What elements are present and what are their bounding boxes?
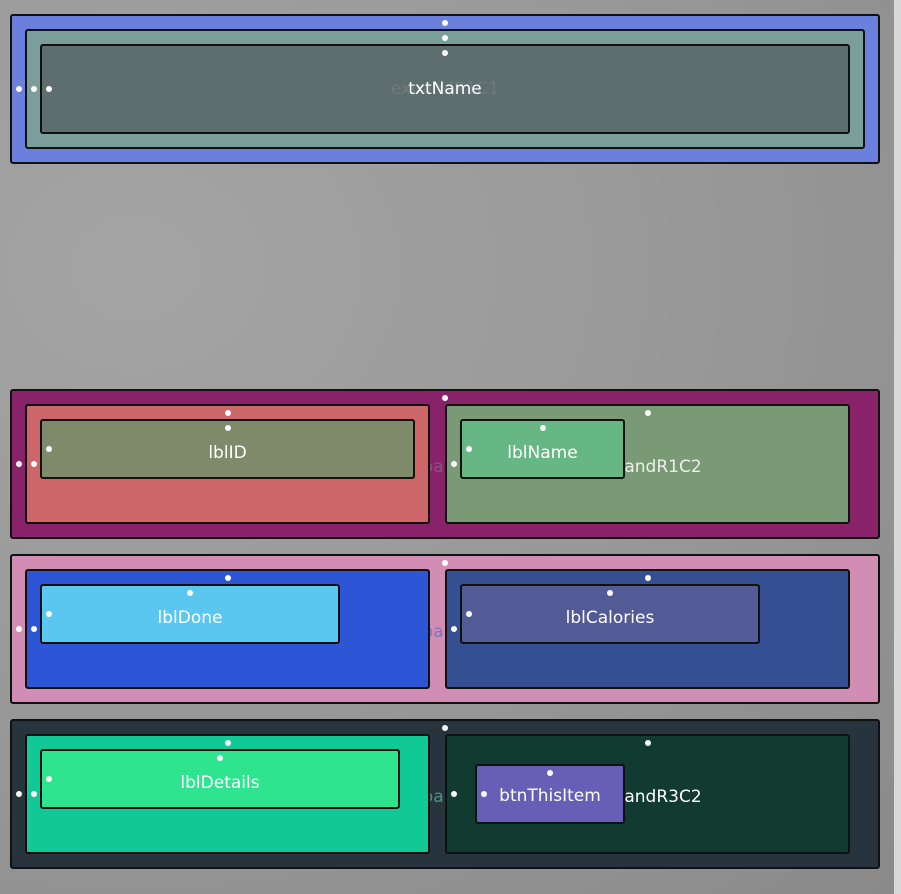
txtName-field[interactable]: expandR1C1 txtName [40,44,850,134]
handle-dot[interactable] [225,410,231,416]
handle-dot[interactable] [442,395,448,401]
handle-dot[interactable] [645,575,651,581]
vertical-scrollbar[interactable] [894,0,901,894]
handle-dot[interactable] [46,86,52,92]
handle-dot[interactable] [607,590,613,596]
handle-dot[interactable] [442,560,448,566]
handle-dot[interactable] [225,425,231,431]
handle-dot[interactable] [46,611,52,617]
handle-dot[interactable] [451,461,457,467]
container-ghost-label: expandR1C1 [390,79,500,99]
txtName-label: txtName [408,79,482,99]
lblName-text: lblName [507,443,578,463]
handle-dot[interactable] [225,740,231,746]
handle-dot[interactable] [645,410,651,416]
handle-dot[interactable] [217,755,223,761]
lblDone-text: lblDone [157,608,223,628]
handle-dot[interactable] [442,725,448,731]
handle-dot[interactable] [46,776,52,782]
handle-dot[interactable] [31,791,37,797]
handle-dot[interactable] [540,425,546,431]
handle-dot[interactable] [442,35,448,41]
handle-dot[interactable] [31,461,37,467]
handle-dot[interactable] [187,590,193,596]
handle-dot[interactable] [225,575,231,581]
handle-dot[interactable] [16,626,22,632]
handle-dot[interactable] [451,791,457,797]
handle-dot[interactable] [481,791,487,797]
handle-dot[interactable] [31,86,37,92]
lblCalories-text: lblCalories [565,608,655,628]
lblID-text: lblID [208,443,247,463]
handle-dot[interactable] [46,446,52,452]
handle-dot[interactable] [442,50,448,56]
handle-dot[interactable] [31,626,37,632]
handle-dot[interactable] [645,740,651,746]
handle-dot[interactable] [451,626,457,632]
handle-dot[interactable] [16,461,22,467]
btnThisItem-text: btnThisItem [499,786,601,806]
lblDetails-text: lblDetails [180,773,260,793]
handle-dot[interactable] [16,791,22,797]
handle-dot[interactable] [547,770,553,776]
handle-dot[interactable] [442,20,448,26]
handle-dot[interactable] [466,446,472,452]
handle-dot[interactable] [16,86,22,92]
handle-dot[interactable] [466,611,472,617]
